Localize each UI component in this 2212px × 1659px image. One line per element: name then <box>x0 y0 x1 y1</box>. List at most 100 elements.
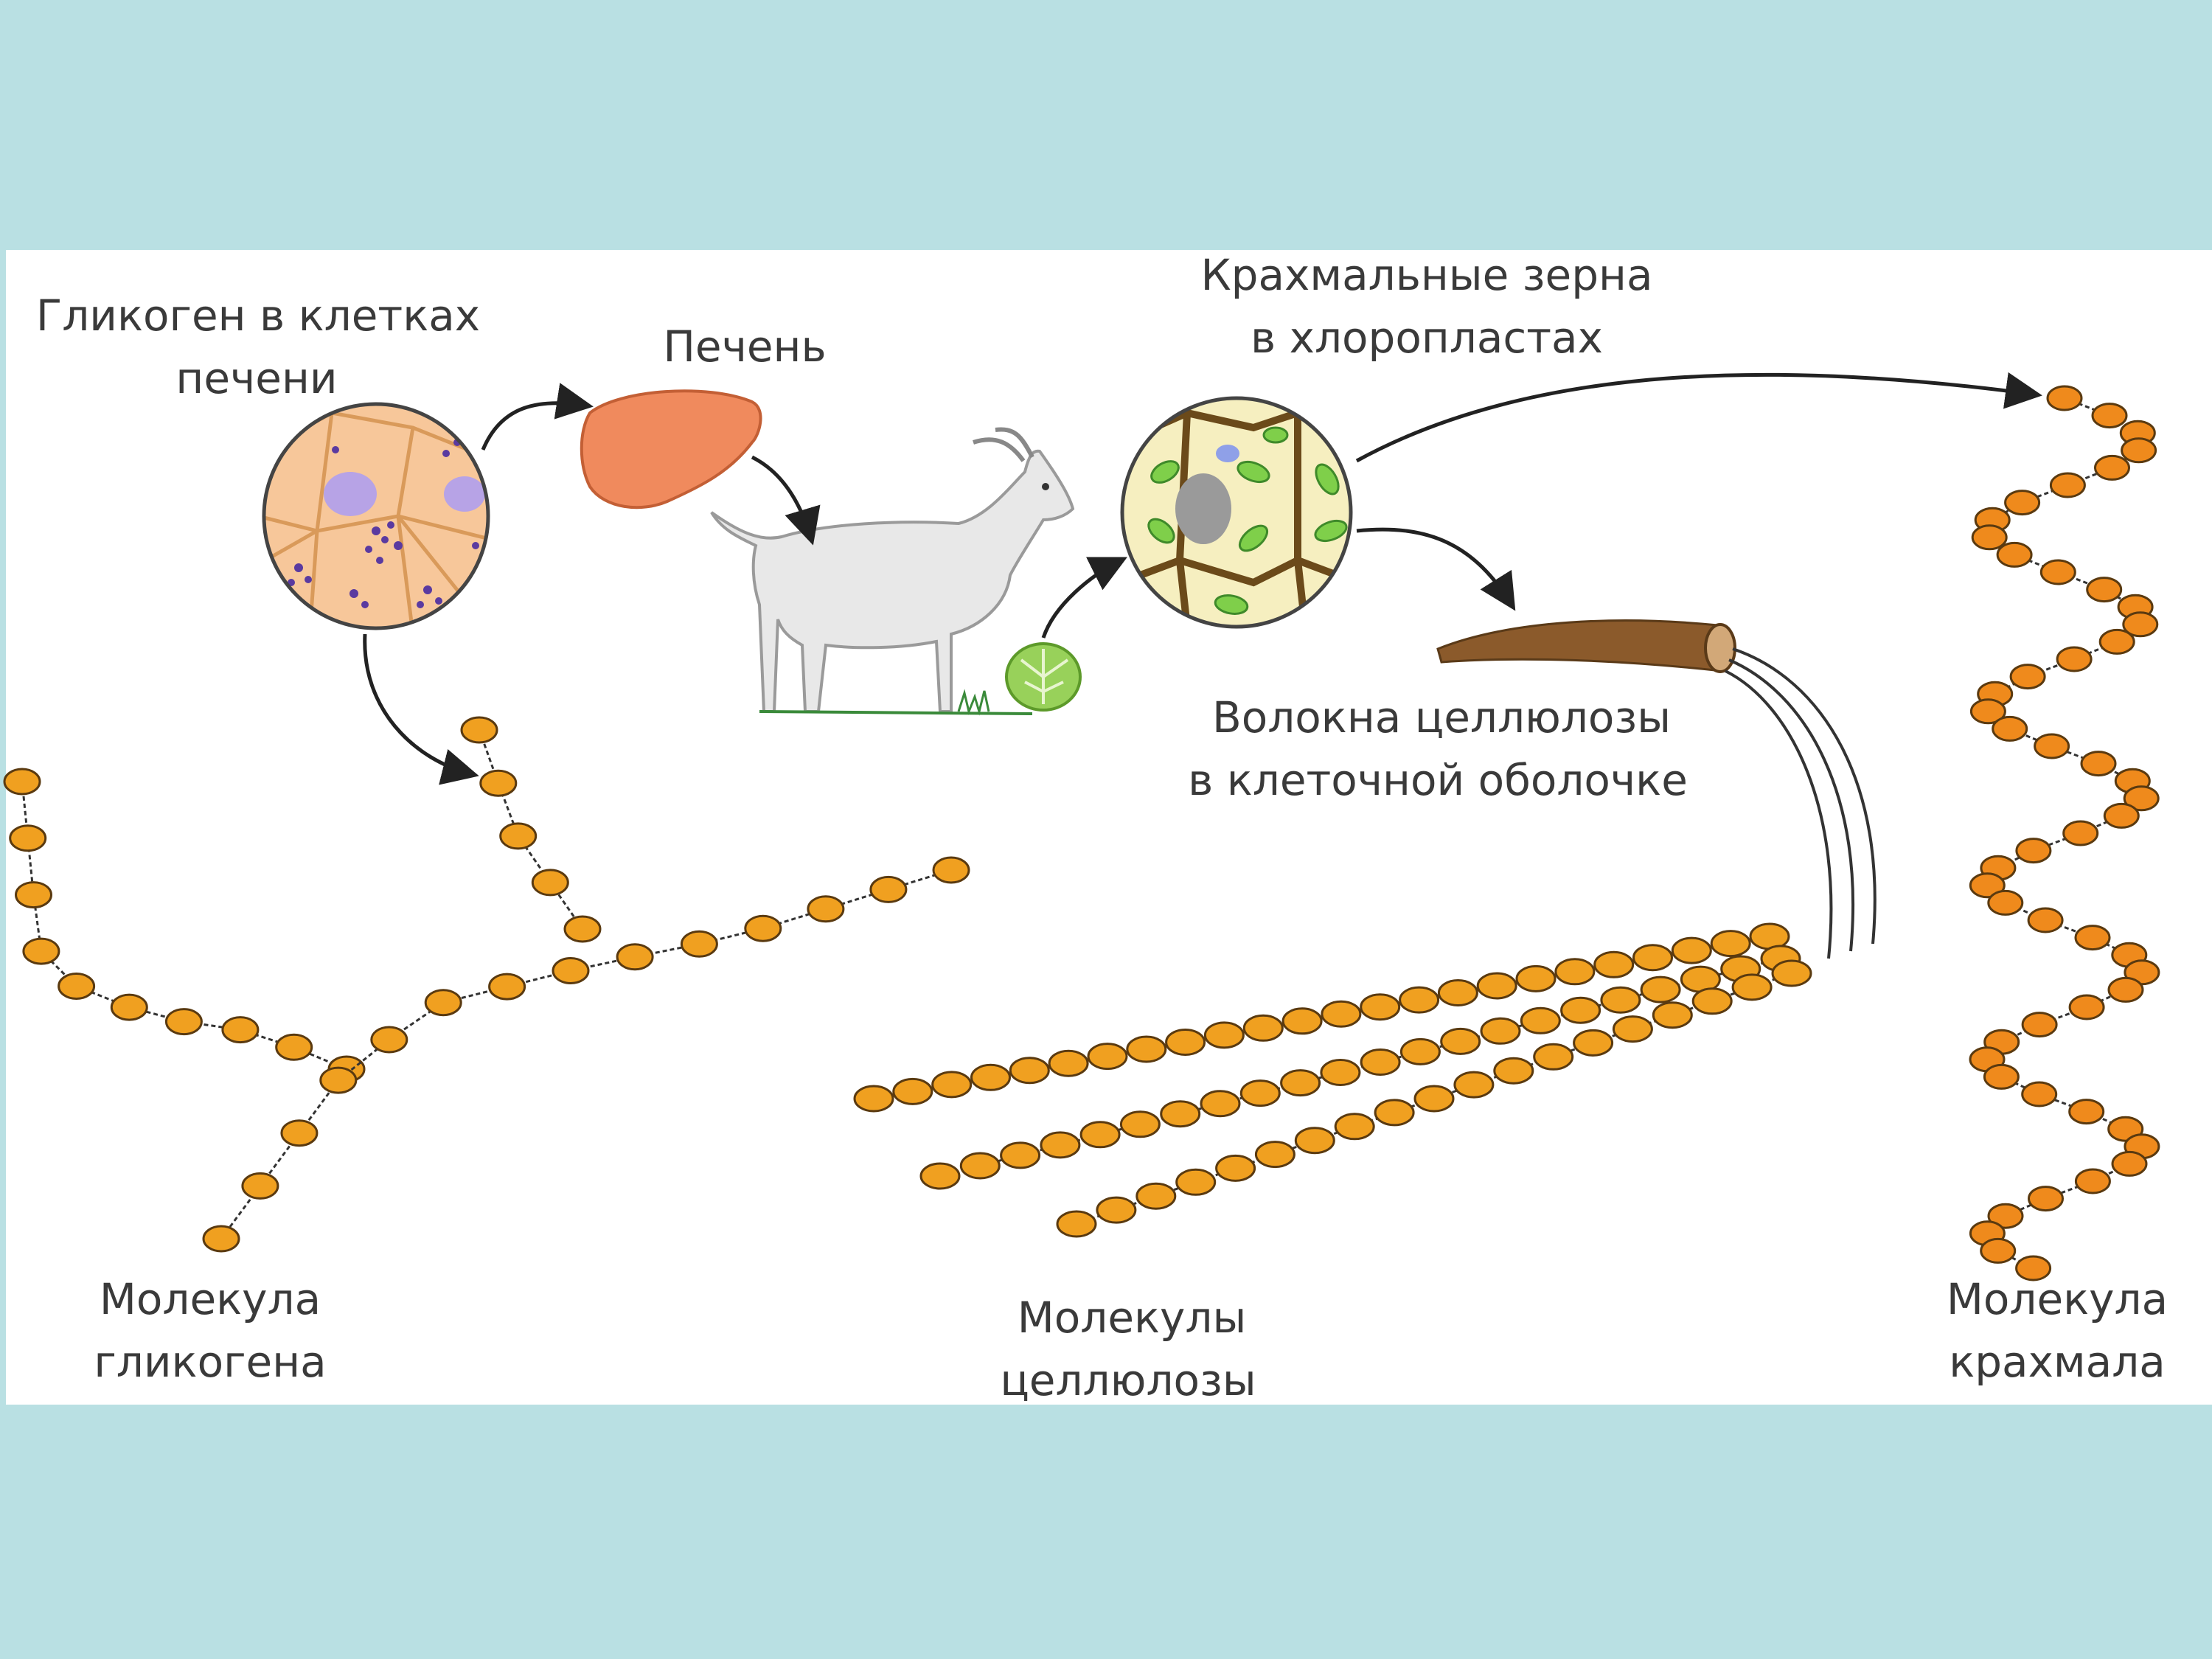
glucose-unit <box>1413 1085 1455 1113</box>
glucose-unit <box>970 1063 1011 1091</box>
glucose-unit <box>1079 1121 1121 1149</box>
glucose-unit <box>1691 987 1733 1015</box>
glucose-unit <box>2056 646 2093 672</box>
glucose-unit <box>2004 490 2041 516</box>
label-cellulose-fibers-line2: в клеточной оболочке <box>1188 755 1688 805</box>
glucose-unit <box>552 957 590 984</box>
glucose-unit <box>2107 976 2144 1003</box>
glucose-unit <box>1987 1203 2024 1229</box>
glucose-unit <box>1652 1001 1693 1029</box>
arrow-cells-to-starch <box>1355 372 2042 463</box>
glucose-unit <box>959 1152 1001 1180</box>
label-cellulose-molecules-line1: Молекулы <box>1018 1293 1247 1343</box>
glucose-unit <box>1203 1021 1245 1049</box>
starch-molecule <box>1969 385 2160 1281</box>
glucose-unit <box>1600 986 1641 1014</box>
glucose-unit <box>3 768 41 796</box>
arrow-cells-to-fiber <box>1356 527 1516 611</box>
glucose-unit <box>2103 802 2140 829</box>
glucose-unit <box>2021 1081 2058 1107</box>
glucose-unit <box>424 989 462 1017</box>
liver-cells-icon <box>262 402 490 630</box>
glucose-unit <box>2111 1150 2148 1177</box>
glucose-unit <box>1480 1017 1521 1045</box>
glucose-unit <box>1710 930 1751 958</box>
glucose-unit <box>275 1033 313 1061</box>
glucose-unit <box>110 993 148 1021</box>
glucose-unit <box>2091 403 2128 429</box>
glucose-unit <box>2094 454 2130 481</box>
glucose-unit <box>1239 1079 1281 1107</box>
arrows <box>363 372 2042 785</box>
glucose-unit <box>2039 559 2076 585</box>
glucose-unit <box>2074 1168 2111 1194</box>
glucose-unit <box>479 769 518 797</box>
label-glycogen-cells-line2: печени <box>175 353 337 403</box>
glucose-unit <box>58 973 96 1000</box>
cellulose-fiber-icon <box>1436 619 1877 959</box>
glucose-unit <box>1771 959 1812 987</box>
glucose-unit <box>2046 385 2083 411</box>
label-starch-grains-line1: Крахмальные зерна <box>1200 250 1652 300</box>
glucose-unit <box>2098 628 2135 655</box>
glucose-unit <box>460 716 498 744</box>
goat-icon <box>710 427 1075 716</box>
glucose-unit <box>807 895 845 923</box>
glucose-unit <box>1437 979 1478 1006</box>
glucose-unit <box>1987 889 2024 916</box>
glucose-unit <box>15 881 52 909</box>
glucose-unit <box>2015 1255 2052 1281</box>
glucose-unit <box>2068 1099 2105 1125</box>
glucose-unit <box>2027 907 2064 933</box>
glucose-unit <box>1040 1131 1081 1159</box>
glucose-unit <box>280 1119 319 1147</box>
glucose-unit <box>1453 1071 1495 1099</box>
glucose-unit <box>2015 838 2052 864</box>
glucose-unit <box>1119 1110 1161 1138</box>
glucose-unit <box>1175 1168 1217 1196</box>
arrow-liver-to-goat <box>751 455 821 546</box>
glucose-unit <box>744 914 782 942</box>
glucose-unit <box>853 1085 894 1113</box>
glucose-unit <box>531 869 569 897</box>
glucose-unit <box>2028 1186 2064 1212</box>
label-starch-molecule-line2: крахмала <box>1949 1337 2166 1387</box>
glucose-unit <box>1000 1141 1041 1169</box>
glucose-unit <box>1971 524 2008 551</box>
glucose-unit <box>1533 1043 1574 1071</box>
glucose-unit <box>1280 1069 1321 1097</box>
glucose-unit <box>1560 996 1601 1024</box>
glucose-unit <box>2074 925 2111 951</box>
glucose-unit <box>164 1008 203 1036</box>
glucose-unit <box>1360 993 1401 1021</box>
label-cellulose-molecules-line2: целлюлозы <box>1000 1355 1256 1405</box>
glucose-unit <box>241 1172 279 1200</box>
label-cellulose-fibers-line1: Волокна целлюлозы <box>1212 692 1671 742</box>
glucose-unit <box>892 1077 933 1105</box>
glucose-unit <box>1612 1015 1653 1043</box>
glucose-unit <box>22 937 60 965</box>
glucose-unit <box>1731 973 1773 1001</box>
glucose-unit <box>499 822 538 850</box>
glycogen-molecule <box>3 716 970 1253</box>
label-starch-grains-line2: в хлоропластах <box>1251 313 1603 363</box>
arrow-cabbage-to-cells <box>1041 557 1127 639</box>
glucose-unit <box>919 1162 961 1190</box>
arrow-cells-to-glycogen <box>363 633 479 785</box>
glucose-unit <box>370 1026 408 1054</box>
glucose-unit <box>2009 664 2046 690</box>
label-glycogen-molecule-line2: гликогена <box>94 1337 326 1387</box>
glucose-unit <box>1160 1100 1201 1128</box>
glucose-unit <box>319 1066 358 1094</box>
glucose-unit <box>1135 1182 1177 1210</box>
glucose-unit <box>1126 1035 1167 1063</box>
glucose-unit <box>1087 1043 1128 1071</box>
glucose-unit <box>1440 1027 1481 1055</box>
glucose-unit <box>1493 1057 1534 1085</box>
chain-link <box>21 781 347 1071</box>
glucose-unit <box>2068 994 2105 1020</box>
label-liver: Печень <box>663 321 826 372</box>
label-glycogen-molecule-line1: Молекула <box>100 1274 321 1324</box>
glucose-unit <box>1374 1099 1415 1127</box>
